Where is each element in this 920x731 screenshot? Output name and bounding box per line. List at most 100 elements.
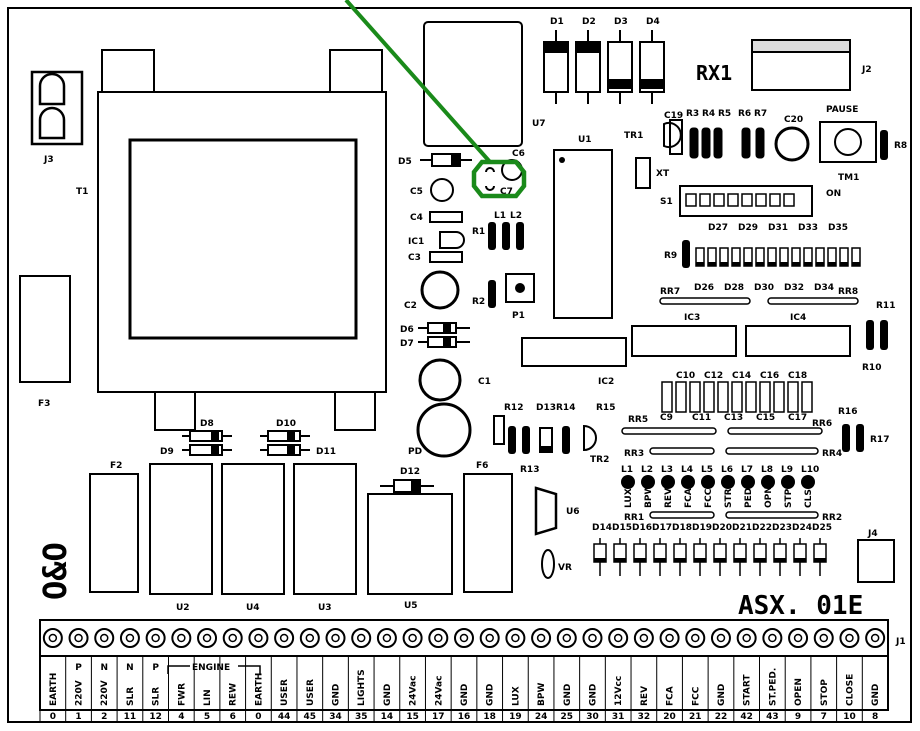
terminal-label: ST.PED. [768, 668, 778, 706]
diode-label-d20: D20 [712, 523, 732, 533]
terminal-screw-center [331, 633, 340, 643]
terminal-label: 220V [75, 680, 85, 706]
r12-label: R12 [504, 403, 523, 413]
terminal-screw-center [356, 633, 366, 643]
trimmer-tm1 [819, 121, 877, 163]
led-label-l6: L6 [721, 465, 733, 475]
terminal-label: BPW [537, 683, 547, 706]
r9-label: R9 [664, 251, 677, 261]
terminal-screw [839, 628, 860, 648]
capacitor-body [675, 381, 687, 413]
terminal-label: STOP [820, 679, 830, 706]
led-name-cls: CLS [804, 489, 814, 508]
d9-label: D9 [160, 447, 174, 457]
diode-band [708, 262, 716, 266]
led-label-l10: L10 [801, 465, 819, 475]
terminal-number: 34 [329, 712, 342, 722]
diode-label-d24: D24 [792, 523, 812, 533]
terminal-screw [710, 628, 731, 648]
diodes-d6-d7 [418, 322, 470, 348]
j2-label: J2 [861, 65, 872, 75]
cap-label-c10: C10 [676, 371, 695, 381]
cap-label-c18: C18 [788, 371, 807, 381]
diode-label-d35: D35 [828, 223, 848, 233]
capacitor-body [689, 381, 701, 413]
terminal-screw [582, 628, 603, 648]
r6-label: R6 [738, 109, 751, 119]
diode-label-d32: D32 [784, 283, 804, 293]
capacitor-body [661, 381, 673, 413]
terminal-screw-center [613, 633, 623, 643]
fuse-f3 [19, 275, 71, 383]
diode-band [744, 262, 752, 266]
diode-label-d25: D25 [812, 523, 832, 533]
diode-band [694, 558, 706, 562]
c19-label: C19 [664, 111, 683, 121]
terminal-screw [94, 628, 115, 648]
terminal-screw [556, 628, 577, 648]
terminal-label: LIN [203, 689, 213, 706]
resistor-network-rr4 [725, 447, 819, 455]
pushbutton-p1 [505, 273, 535, 303]
terminal-number: 6 [230, 712, 236, 722]
resistor-r9 [682, 240, 690, 268]
led-label-l5: L5 [701, 465, 713, 475]
terminal-number: 18 [483, 712, 496, 722]
r15-label: R15 [596, 403, 615, 413]
cap-c19 [669, 119, 683, 155]
board-outline [7, 7, 912, 723]
r1-label: R1 [472, 227, 485, 237]
terminal-polarity: P [75, 663, 82, 673]
c6-label: C6 [512, 149, 525, 159]
s1-label: S1 [660, 197, 673, 207]
rr2-label: RR2 [822, 513, 842, 523]
diode-band [714, 558, 726, 562]
terminal-screw [197, 628, 218, 648]
diode-band [734, 558, 746, 562]
diode-band [768, 262, 776, 266]
terminal-screw [531, 628, 552, 648]
terminal-screw [68, 628, 89, 648]
led-label-l2: L2 [641, 465, 653, 475]
terminal-screw [222, 628, 243, 648]
terminal-polarity: P [152, 663, 159, 673]
terminal-label: USER [280, 679, 290, 706]
d13-band [540, 446, 552, 451]
terminal-screw-center [382, 633, 392, 643]
c20-label: C20 [784, 115, 803, 125]
r3-label: R3 [686, 109, 699, 119]
led-l7 [741, 475, 755, 489]
highlighted-component [485, 167, 495, 191]
terminal-label: SLR [126, 687, 136, 706]
terminal-label: 220V [100, 680, 110, 706]
led-l9 [781, 475, 795, 489]
resistor-network-rr3 [649, 447, 715, 455]
rr5-label: RR5 [628, 415, 648, 425]
r5-label: R5 [718, 109, 731, 119]
terminal-label: FCC [691, 686, 701, 706]
terminal-screw [736, 628, 757, 648]
rr3-label: RR3 [624, 449, 644, 459]
diode-band [774, 558, 786, 562]
led-l8 [761, 475, 775, 489]
c1-label: C1 [478, 377, 491, 387]
pd-label: PD [408, 447, 422, 457]
terminal-screw-center [177, 633, 186, 643]
diode-band [754, 558, 766, 562]
diode-band [614, 558, 626, 562]
terminal-number: 19 [509, 712, 522, 722]
terminal-number: 30 [586, 712, 599, 722]
terminal-screw [42, 628, 63, 648]
cap-label-c17: C17 [788, 413, 807, 423]
terminal-label: LIGHTS [357, 669, 367, 706]
f2-label: F2 [110, 461, 122, 471]
terminal-screw-center [870, 633, 880, 643]
led-label-l9: L9 [781, 465, 793, 475]
terminal-number: 43 [766, 712, 779, 722]
terminal-number: 9 [795, 712, 801, 722]
terminal-screw-center [279, 633, 289, 643]
terminal-screw [865, 628, 886, 648]
u4-label: U4 [246, 603, 260, 613]
